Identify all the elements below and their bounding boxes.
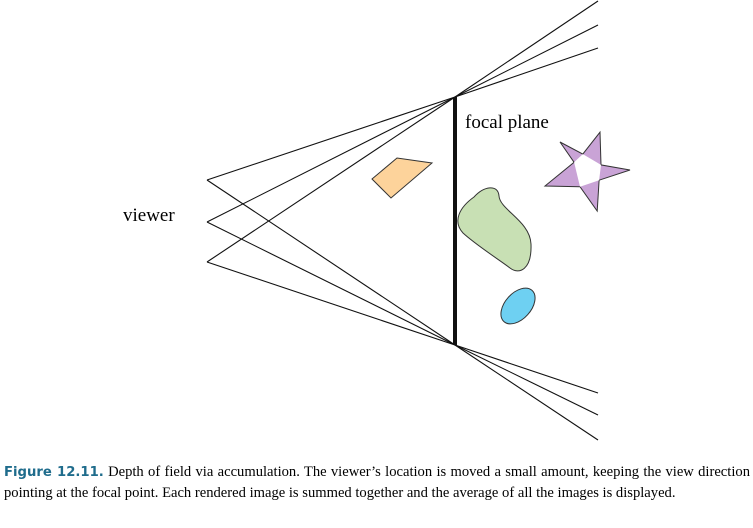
ray-line: [206, 261, 456, 346]
focal-plane-label: focal plane: [465, 112, 549, 133]
ray-line: [454, 344, 599, 394]
ray-line: [454, 344, 599, 416]
ray-line: [206, 96, 456, 263]
ray-line: [454, 24, 599, 98]
ray-line: [454, 344, 599, 441]
ray-line: [454, 47, 599, 98]
ray-line: [206, 221, 456, 346]
ellipse-shape: [500, 287, 536, 325]
caption-text: Depth of field via accumulation. The vie…: [4, 464, 750, 501]
ray-line: [206, 96, 456, 181]
ray-lines: [206, 0, 599, 441]
star-inner-pentagon: [574, 154, 601, 187]
figure-number: Figure 12.11.: [4, 465, 104, 480]
blob-shape: [457, 187, 532, 272]
depth-of-field-diagram: viewer focal plane: [123, 0, 631, 441]
viewer-label: viewer: [123, 205, 175, 226]
ray-line: [206, 96, 456, 223]
ray-line: [454, 0, 599, 98]
ray-line: [206, 179, 456, 346]
quadrilateral-shape: [371, 157, 434, 199]
figure-caption: Figure 12.11. Depth of field via accumul…: [4, 462, 750, 504]
